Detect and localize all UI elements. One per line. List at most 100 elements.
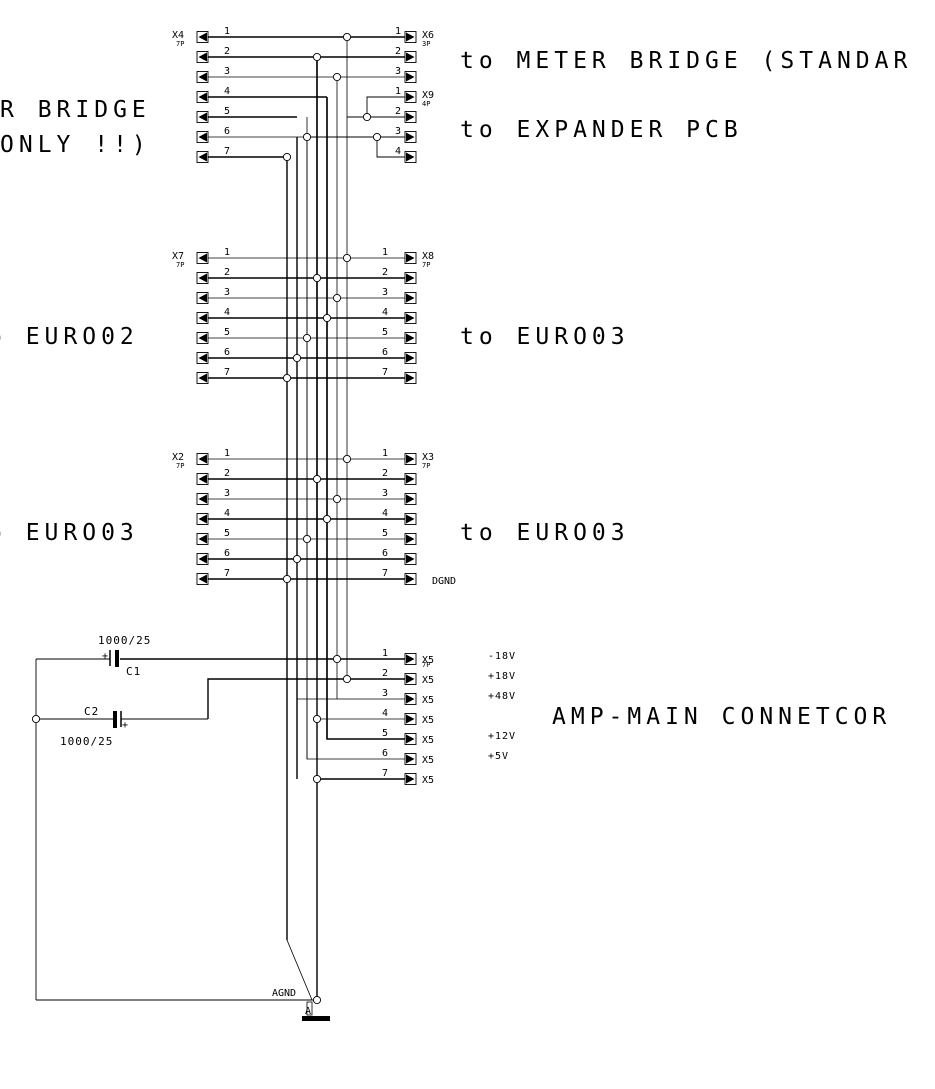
pin-arrow-icon xyxy=(406,534,415,544)
pin-number: 4 xyxy=(382,708,388,719)
junction-dot xyxy=(302,132,312,142)
wires xyxy=(35,36,405,1001)
pin-arrow-icon xyxy=(406,494,415,504)
pin-number: 1 xyxy=(382,448,388,459)
wire xyxy=(326,97,405,740)
pin-number: 5 xyxy=(224,528,230,539)
pin-arrow-icon xyxy=(198,112,207,122)
junction-dot xyxy=(342,253,352,263)
pin-number: 7 xyxy=(382,568,388,579)
pin-number: 7 xyxy=(382,768,388,779)
pin-number: 3 xyxy=(395,66,401,77)
pin-number: 5 xyxy=(382,528,388,539)
pin-arrow-icon xyxy=(198,574,207,584)
x5-ref: X5 xyxy=(422,735,434,746)
pin-number: 6 xyxy=(382,748,388,759)
x8-pins: 7P xyxy=(422,261,430,269)
pin-arrow-icon xyxy=(198,474,207,484)
x7-ref: X7 xyxy=(172,251,184,262)
pin-number: 1 xyxy=(382,648,388,659)
junction-dot xyxy=(322,313,332,323)
pin-number: 6 xyxy=(382,347,388,358)
pin-number: 2 xyxy=(382,267,388,278)
euro03-right-label-2: to EURO03 xyxy=(460,520,630,546)
wire xyxy=(366,96,405,117)
x2-ref: X2 xyxy=(172,452,184,463)
junction-dot xyxy=(312,714,322,724)
meter-bridge-left-label: R BRIDGE xyxy=(0,97,151,123)
junction-dot xyxy=(342,32,352,42)
pin-number: 2 xyxy=(395,46,401,57)
c1-name: C1 xyxy=(126,665,141,678)
x2-pins: 7P xyxy=(176,462,184,470)
pin-number: 1 xyxy=(224,26,230,37)
junctions xyxy=(31,32,382,1005)
pin-arrow-icon xyxy=(198,132,207,142)
ground-symbol-label: A xyxy=(305,1006,311,1017)
junction-dot xyxy=(282,574,292,584)
junction-dot xyxy=(322,514,332,524)
junction-dot xyxy=(332,293,342,303)
pin-arrow-icon xyxy=(406,92,415,102)
pin-arrow-icon xyxy=(198,72,207,82)
x5-ref: X5 xyxy=(422,655,434,666)
pin-arrow-icon xyxy=(406,112,415,122)
pin-arrow-icon xyxy=(406,774,415,784)
x8-ref: X8 xyxy=(422,251,434,262)
pin-arrow-icon xyxy=(198,373,207,383)
junction-dot xyxy=(312,774,322,784)
pin-arrow-icon xyxy=(406,373,415,383)
pin-number: 1 xyxy=(224,448,230,459)
pin-arrow-icon xyxy=(406,132,415,142)
pin-number: 3 xyxy=(395,126,401,137)
pin-number: 2 xyxy=(395,106,401,117)
junction-dot xyxy=(332,494,342,504)
x5-voltage: +18V xyxy=(488,671,516,682)
junction-dot xyxy=(282,152,292,162)
pin-arrow-icon xyxy=(198,534,207,544)
pin-number: 7 xyxy=(224,146,230,157)
junction-dot xyxy=(282,373,292,383)
pin-arrow-icon xyxy=(406,454,415,464)
pin-arrow-icon xyxy=(198,293,207,303)
x6-pins: 3P xyxy=(422,40,430,48)
pin-number: 6 xyxy=(224,347,230,358)
x9-pins: 4P xyxy=(422,100,430,108)
pin-arrow-icon xyxy=(198,554,207,564)
pin-arrow-icon xyxy=(406,574,415,584)
pin-number: 2 xyxy=(224,46,230,57)
x3-ref: X3 xyxy=(422,452,434,463)
capacitor-c1: 1000/25 + C1 xyxy=(98,634,150,678)
amp-main-connector-label: AMP-MAIN CONNETCOR xyxy=(552,704,891,730)
pin-arrow-icon xyxy=(406,474,415,484)
x5-ref: X5 xyxy=(422,695,434,706)
pin-number: 7 xyxy=(224,367,230,378)
pin-number: 4 xyxy=(224,307,230,318)
pin-arrow-icon xyxy=(406,293,415,303)
pin-arrow-icon xyxy=(406,674,415,684)
pin-arrow-icon xyxy=(406,333,415,343)
pin-number: 4 xyxy=(395,146,401,157)
pin-number: 1 xyxy=(395,86,401,97)
junction-dot xyxy=(312,995,322,1005)
pin-arrow-icon xyxy=(198,353,207,363)
pin-arrow-icon xyxy=(198,454,207,464)
junction-dot xyxy=(302,333,312,343)
junction-dot xyxy=(292,353,302,363)
wire xyxy=(306,137,405,760)
x4-ref: X4 xyxy=(172,30,184,41)
euro03-left-label: o EURO03 xyxy=(0,520,139,546)
x7-pins: 7P xyxy=(176,261,184,269)
pin-number: 3 xyxy=(382,688,388,699)
pin-arrow-icon xyxy=(198,494,207,504)
x5-ref: X5 xyxy=(422,675,434,686)
pin-number: 3 xyxy=(382,488,388,499)
pin-number: 2 xyxy=(224,468,230,479)
pin-number: 7 xyxy=(224,568,230,579)
pin-arrow-icon xyxy=(406,694,415,704)
pin-arrow-icon xyxy=(406,353,415,363)
pin-number: 1 xyxy=(224,247,230,258)
pin-arrow-icon xyxy=(406,734,415,744)
